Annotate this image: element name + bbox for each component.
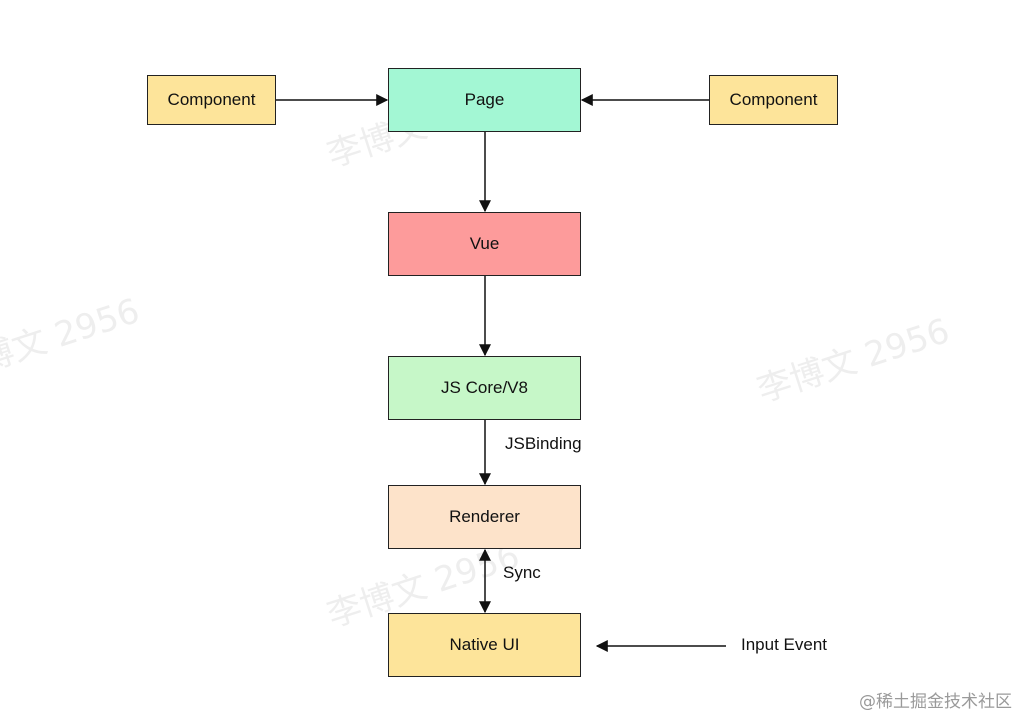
page-node: Page [388,68,581,132]
credit-watermark: @稀土掘金技术社区 [859,692,1012,712]
component-left-node: Component [147,75,276,125]
sync-label: Sync [503,563,541,582]
input-event-label: Input Event [741,635,828,654]
native-ui-node: Native UI [388,613,581,677]
renderer-node: Renderer [388,485,581,549]
jsbinding-label: JSBinding [505,434,582,453]
vue-node: Vue [388,212,581,276]
js-core-node: JS Core/V8 [388,356,581,420]
component-right-node: Component [709,75,838,125]
